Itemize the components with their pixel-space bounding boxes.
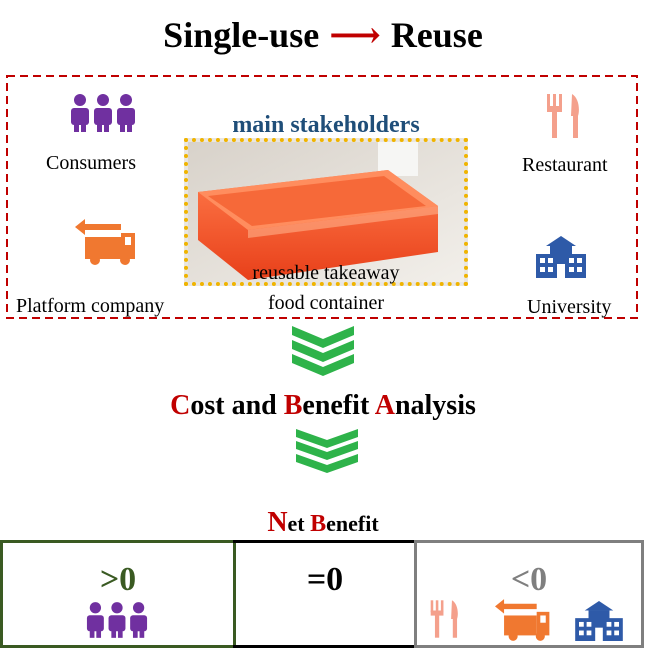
outcome-neutral-value: =0: [306, 561, 344, 598]
cost-benefit-analysis-heading: Cost and Benefit Analysis: [0, 390, 646, 422]
cba-letter-b: B: [283, 390, 303, 421]
net-benefit-heading: Net Benefit: [0, 507, 646, 539]
cba-text-3: nalysis: [394, 390, 476, 421]
outcome-positive-value: >0: [99, 561, 137, 598]
outcome-negative-box: <0: [414, 540, 644, 648]
container-caption-line1: reusable takeaway: [252, 262, 400, 284]
stakeholder-frame: [5, 74, 639, 320]
net-letter-b: B: [310, 511, 327, 537]
university-icon: [536, 236, 586, 278]
container-caption-line2: food container: [267, 292, 385, 314]
outcome-neutral-box: =0: [233, 540, 417, 648]
restaurant-icon: [429, 599, 463, 639]
down-chevrons-icon: [296, 429, 358, 473]
platform-company-label: Platform company: [16, 295, 165, 317]
outcome-negative-value: <0: [510, 561, 548, 598]
reusable-container-image: [184, 138, 468, 286]
consumers-label: Consumers: [46, 152, 136, 174]
delivery-truck-icon: [495, 599, 553, 641]
restaurant-label: Restaurant: [522, 154, 608, 176]
university-icon: [575, 601, 623, 641]
cba-letter-c: C: [170, 390, 191, 421]
main-stakeholders-heading: main stakeholders: [232, 112, 420, 138]
outcome-positive-box: >0: [0, 540, 236, 648]
net-text-2: enefit: [326, 511, 379, 536]
down-chevrons-icon: [292, 326, 354, 376]
restaurant-icon: [545, 94, 585, 138]
title-reuse: Reuse: [390, 15, 483, 55]
delivery-truck-icon: [75, 219, 139, 265]
cba-text-1: ost and: [190, 390, 284, 421]
cba-letter-a: A: [374, 390, 395, 421]
consumers-icon: [86, 601, 148, 639]
cba-text-2: enefit: [302, 390, 375, 421]
diagram-title: Single-use⟶Reuse: [0, 14, 646, 56]
university-label: University: [527, 296, 612, 318]
consumers-icon: [70, 93, 136, 133]
net-letter-n: N: [267, 507, 288, 538]
title-arrow-icon: ⟶: [329, 15, 381, 55]
net-text-1: et: [287, 511, 311, 536]
title-single-use: Single-use: [163, 15, 320, 55]
